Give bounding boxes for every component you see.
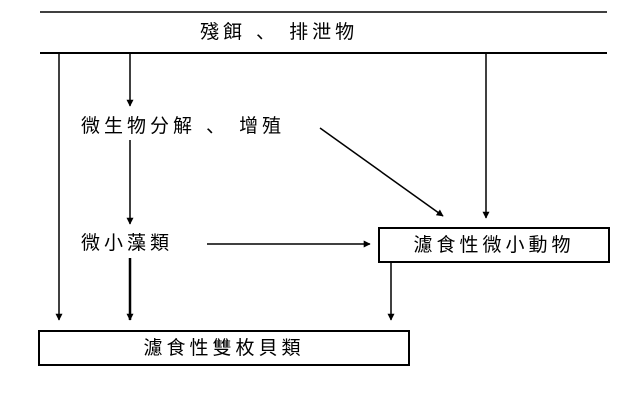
- microalgae-label: 微小藻類: [81, 232, 174, 254]
- arrow-decomposition-to-micro-animals: [319, 127, 444, 217]
- decomposition-label: 微生物分解 、 增殖: [81, 115, 286, 137]
- micro-animals-label: 濾食性微小動物: [413, 233, 575, 256]
- bivalves-label: 濾食性雙枚貝類: [143, 336, 305, 359]
- bivalves-box: 濾食性雙枚貝類: [38, 330, 410, 366]
- micro-animals-box: 濾食性微小動物: [378, 227, 610, 263]
- top-label: 殘餌 、 排泄物: [200, 21, 359, 43]
